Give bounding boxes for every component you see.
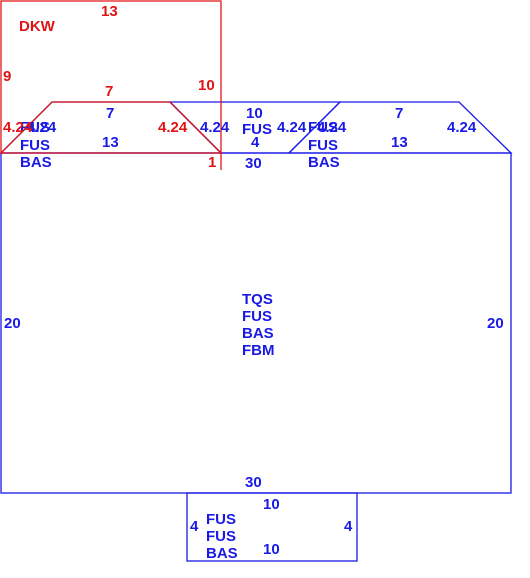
tab-code-1: FUS: [206, 511, 236, 528]
main-right-dim: 20: [487, 315, 504, 332]
flap-left-code-2: FUS: [20, 137, 50, 154]
red-bottom-dim: 1: [208, 154, 216, 171]
flap-right-code-3: BAS: [308, 154, 340, 171]
flap-mid-slant-right: 4.24: [277, 119, 307, 136]
flap-right-bottom-dim: 13: [391, 134, 408, 151]
flap-right-code-2: FUS: [308, 137, 338, 154]
tab-bottom-dim: 10: [263, 541, 280, 558]
red-panel-outline: [0, 0, 222, 170]
red-trapezoid: [0, 101, 223, 154]
flap-left-top-dim: 7: [106, 105, 114, 122]
tab-code-3: BAS: [206, 545, 238, 562]
red-right-dim: 10: [198, 77, 215, 94]
red-slant-left: 4.24: [3, 119, 33, 136]
flap-right: [287, 101, 513, 154]
main-left-dim: 20: [4, 315, 21, 332]
red-top-dim: 13: [101, 3, 118, 20]
tab-top-dim: 10: [263, 496, 280, 513]
tab-right-dim: 4: [344, 518, 353, 535]
tab-code-2: FUS: [206, 528, 236, 545]
flap-left-slant-right: 4.24: [200, 119, 230, 136]
flap-left-slant-left: 4.24: [27, 119, 57, 136]
flap-mid-top-dim: 10: [246, 105, 263, 122]
flap-left-code-1: FUS: [20, 119, 50, 136]
flap-right-code-1: FUS: [308, 119, 338, 136]
flap-mid-height-dim: 4: [251, 134, 260, 151]
main-code-3: BAS: [242, 325, 274, 342]
main-code-1: TQS: [242, 291, 273, 308]
main-bottom-dim: 30: [245, 474, 262, 491]
red-panel-name: DKW: [19, 18, 56, 35]
flap-left-bottom-dim: 13: [102, 134, 119, 151]
main-code-2: FUS: [242, 308, 272, 325]
main-top-dim: 30: [245, 155, 262, 172]
red-trap-top-dim: 7: [105, 83, 113, 100]
flap-right-slant-left: 4.24: [317, 119, 347, 136]
flap-left-code-3: BAS: [20, 154, 52, 171]
flap-mid-code: FUS: [242, 121, 272, 138]
red-slant-right: 4.24: [158, 119, 188, 136]
flap-right-slant-right: 4.24: [447, 119, 477, 136]
tab-left-dim: 4: [190, 518, 199, 535]
flap-right-top-dim: 7: [395, 105, 403, 122]
bottom-tab: [186, 492, 358, 562]
main-code-4: FBM: [242, 342, 275, 359]
red-left-dim: 9: [3, 68, 11, 85]
